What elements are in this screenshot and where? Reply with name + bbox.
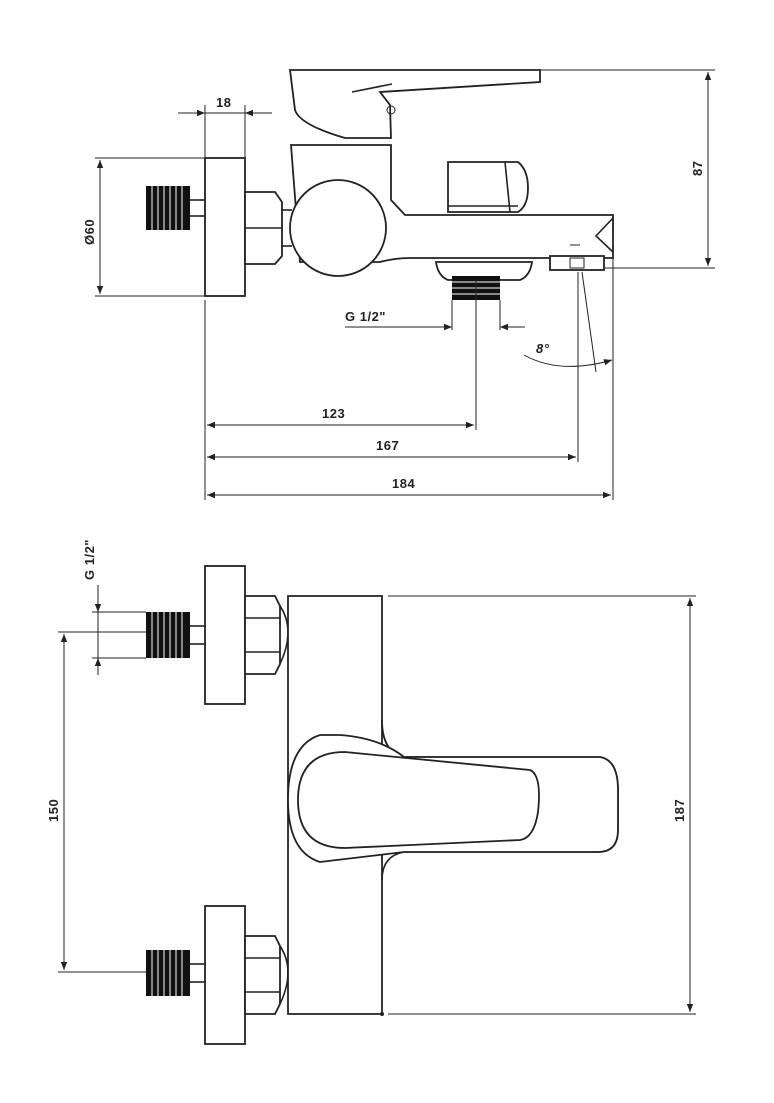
lower-rosette — [204, 905, 246, 1045]
dim-187: 187 — [388, 595, 696, 1015]
dim-187-label: 187 — [672, 799, 687, 822]
upper-hex-nut — [244, 595, 281, 675]
mixer-body — [289, 179, 387, 277]
dim-thread-top: G 1/2" — [345, 300, 525, 331]
side-view — [146, 69, 614, 300]
dim-87: 87 — [540, 69, 715, 269]
inlet-thread — [146, 186, 190, 230]
wall-rosette — [204, 157, 246, 297]
dim-diameter-60-label: Ø60 — [82, 219, 97, 245]
front-view — [146, 565, 619, 1045]
upper-rosette — [204, 565, 246, 705]
upper-inlet-thread — [146, 612, 190, 658]
dim-184-label: 184 — [392, 476, 415, 491]
dim-167-label: 167 — [376, 438, 399, 453]
lever-grip — [297, 751, 540, 849]
dim-18-label: 18 — [216, 95, 231, 110]
lower-hex-nut — [244, 935, 281, 1015]
lower-inlet-thread — [146, 950, 190, 996]
dim-87-label: 87 — [690, 161, 705, 176]
lever-handle — [288, 69, 541, 139]
dim-thread-bottom: G 1/2" — [82, 539, 146, 675]
dim-thread-bottom-label: G 1/2" — [82, 539, 97, 580]
dim-18: 18 — [178, 95, 272, 158]
dim-150: 150 — [46, 631, 146, 973]
dim-angle-8-label: 8° — [536, 341, 550, 356]
dim-thread-top-label: G 1/2" — [345, 309, 386, 324]
dim-diameter-60: Ø60 — [82, 157, 205, 297]
diverter-knob — [447, 161, 529, 213]
dim-angle-8: 8° — [523, 271, 613, 375]
dim-123-label: 123 — [322, 406, 345, 421]
dim-150-label: 150 — [46, 799, 61, 822]
aerator — [549, 255, 605, 271]
dim-lengths: 123 167 184 — [204, 258, 614, 500]
